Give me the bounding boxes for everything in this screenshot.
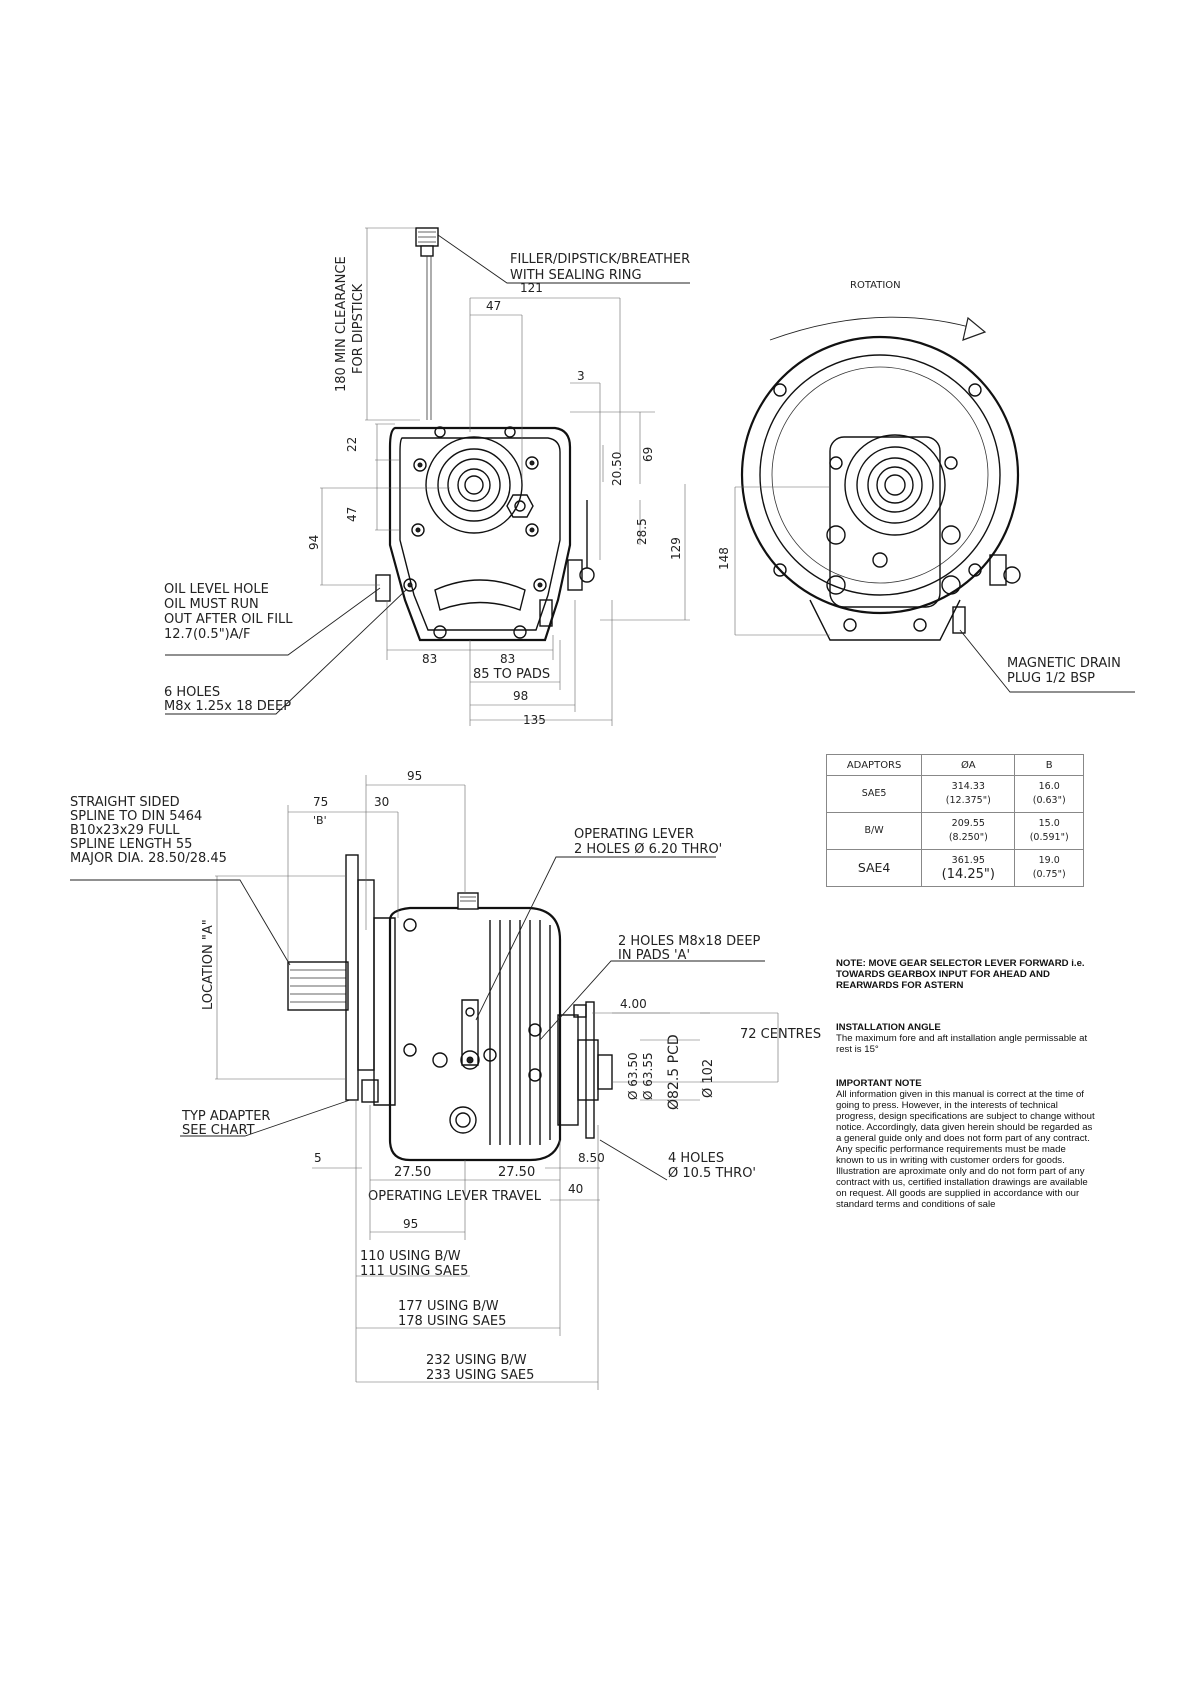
lever-travel-label: OPERATING LEVER TRAVEL	[368, 1189, 542, 1204]
dim-3: 3	[577, 369, 585, 383]
adaptor-b: 19.0(0.75")	[1014, 849, 1084, 887]
b-marker: 'B'	[313, 814, 327, 827]
dim-47-top: 47	[486, 299, 501, 313]
adaptor-name: SAE4	[825, 849, 923, 887]
adaptor-a: 314.33(12.375")	[921, 775, 1016, 813]
dim-75: 75	[313, 795, 328, 809]
important-heading: IMPORTANT NOTE	[836, 1078, 922, 1089]
adaptor-a: 361.95(14.25")	[921, 849, 1016, 887]
side-view: 95 75 'B' 30 LOCATION "A" STRAIGHT SIDED…	[70, 769, 821, 1390]
adaptor-b: 15.0(0.591")	[1014, 812, 1084, 850]
dim-102: Ø 102	[701, 1059, 716, 1098]
location-label: LOCATION "A"	[201, 919, 216, 1010]
dim-121: 121	[520, 281, 543, 295]
installation-angle-note: INSTALLATION ANGLE The maximum fore and …	[836, 1022, 1096, 1055]
centres-label: 72 CENTRES	[740, 1027, 821, 1042]
dipstick	[415, 227, 439, 420]
dim-47-left: 47	[345, 507, 359, 522]
table-header: B	[1014, 754, 1084, 776]
dim-129: 129	[669, 537, 683, 560]
rotation-arrow-icon	[962, 316, 987, 341]
dim-4-00: 4.00	[620, 997, 647, 1011]
dim-5: 5	[314, 1151, 322, 1165]
dim-20-50: 20.50	[610, 452, 624, 486]
dim-135: 135	[523, 713, 546, 727]
dim-22: 22	[345, 437, 359, 452]
adaptor-b: 16.0(0.63")	[1014, 775, 1084, 813]
dim-69: 69	[641, 447, 655, 462]
table-row: B/W 209.55(8.250") 15.0(0.591")	[825, 812, 1084, 850]
dim-94: 94	[307, 535, 321, 550]
dim-28-5: 28.5	[635, 518, 649, 545]
adaptor-name: B/W	[825, 812, 923, 850]
table-header: ØA	[921, 754, 1016, 776]
table-row: SAE4 361.95(14.25") 19.0(0.75")	[825, 849, 1084, 887]
rotation-label: ROTATION	[850, 280, 901, 291]
dim-40: 40	[568, 1182, 583, 1196]
gear-selector-note: NOTE: MOVE GEAR SELECTOR LEVER FORWARD i…	[836, 958, 1096, 991]
dim-8-50: 8.50	[578, 1151, 605, 1165]
table-header-row: ADAPTORS ØA B	[825, 754, 1084, 776]
dim-63-55: Ø 63.55	[641, 1052, 655, 1100]
dim-27-50-left: 27.50	[394, 1165, 431, 1180]
dim-98: 98	[513, 689, 528, 703]
adaptor-table: ADAPTORS ØA B SAE5 314.33(12.375") 16.0(…	[825, 754, 1084, 887]
angle-body: The maximum fore and aft installation an…	[836, 1033, 1088, 1055]
note-heading: NOTE: MOVE GEAR SELECTOR LEVER FORWARD i…	[836, 958, 1085, 991]
dim-30: 30	[374, 795, 389, 809]
adaptor-a: 209.55(8.250")	[921, 812, 1016, 850]
dim-83-right: 83	[500, 652, 515, 666]
dim-63-50: Ø 63.50	[626, 1052, 640, 1100]
dim-82-5-pcd: Ø82.5 PCD	[666, 1034, 682, 1110]
adaptor-name: SAE5	[825, 775, 923, 813]
dim-95-top: 95	[407, 769, 422, 783]
table-row: SAE5 314.33(12.375") 16.0(0.63")	[825, 775, 1084, 813]
important-body: All information given in this manual is …	[836, 1089, 1095, 1210]
dim-148: 148	[717, 547, 731, 570]
angle-heading: INSTALLATION ANGLE	[836, 1022, 941, 1033]
table-header: ADAPTORS	[825, 754, 923, 776]
dim-27-50-right: 27.50	[498, 1165, 535, 1180]
dim-95-bottom: 95	[403, 1217, 418, 1231]
dim-85-to-pads: 85 TO PADS	[473, 667, 550, 682]
dim-83-left: 83	[422, 652, 437, 666]
important-note: IMPORTANT NOTE All information given in …	[836, 1078, 1096, 1210]
